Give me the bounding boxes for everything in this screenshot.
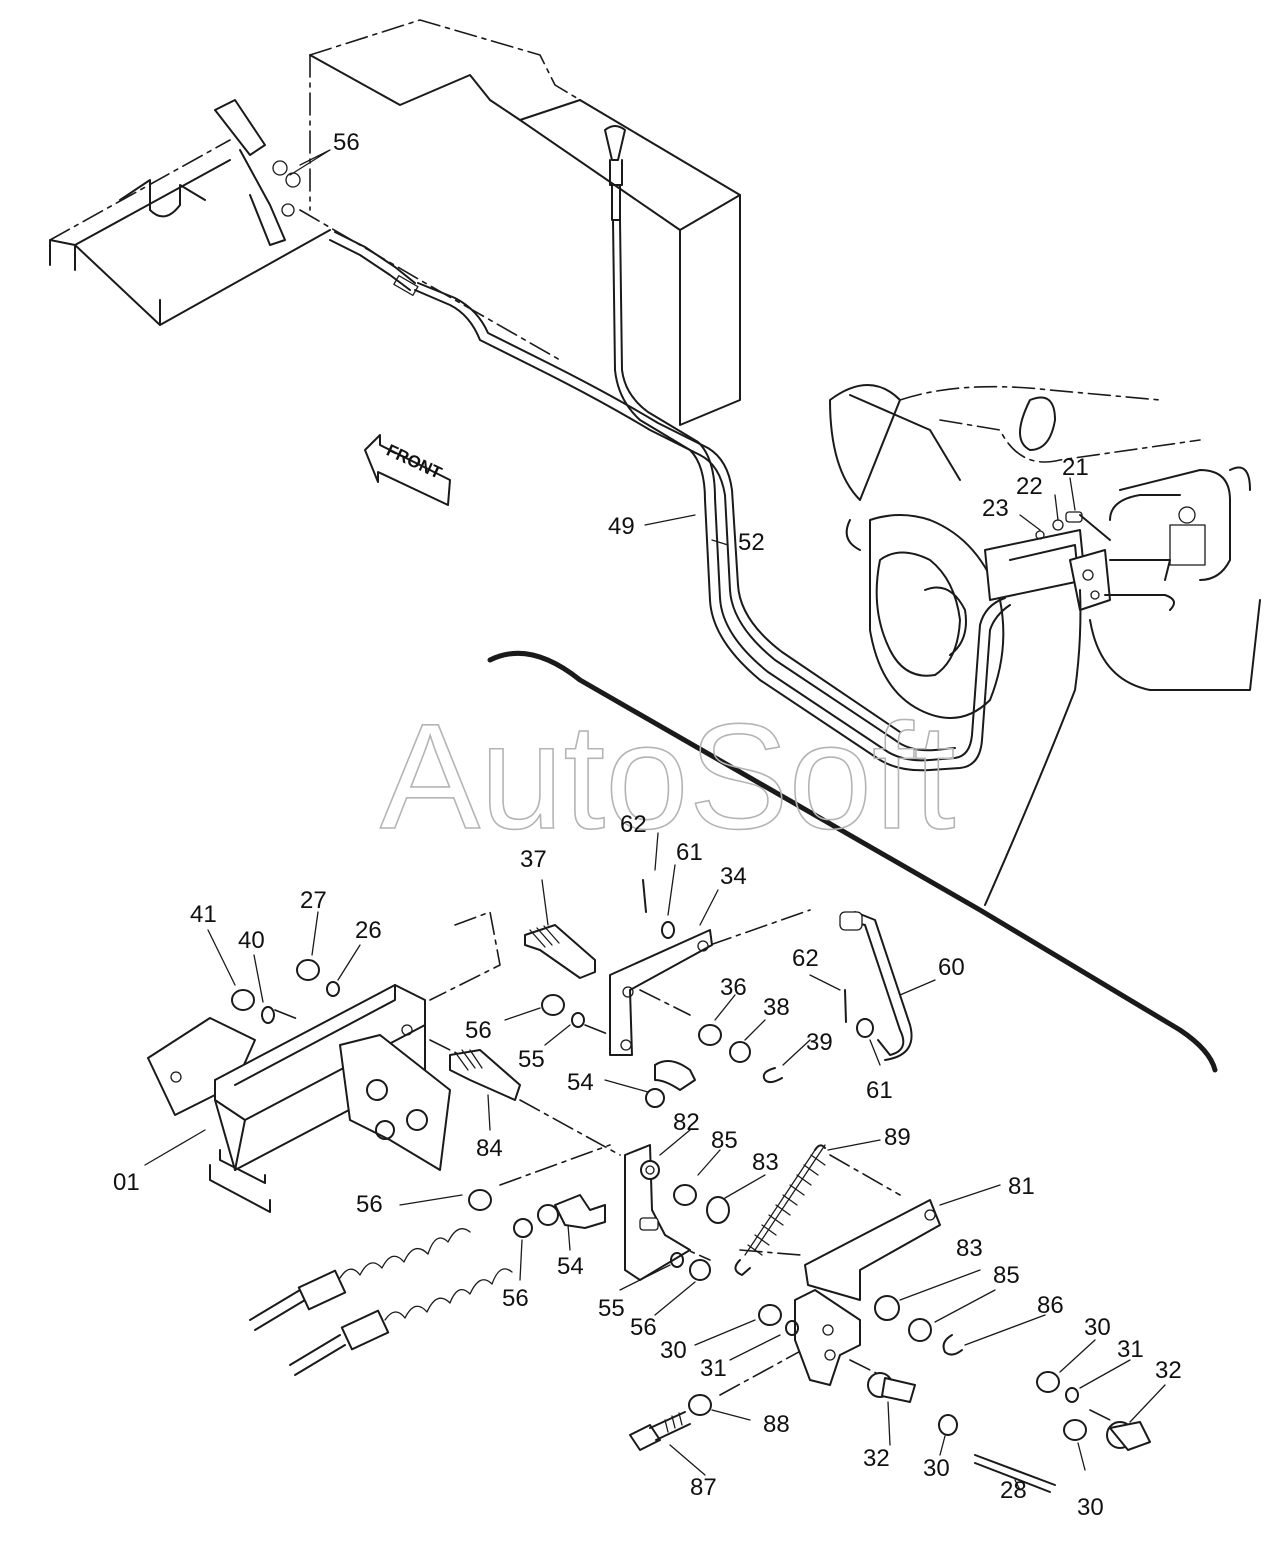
main-bracket — [147, 984, 451, 1213]
callout-31: 31 — [700, 1355, 727, 1382]
callout-31: 31 — [1117, 1336, 1144, 1363]
callout-28: 28 — [1000, 1477, 1027, 1504]
accelerator-pedal — [214, 99, 301, 246]
callout-26: 26 — [355, 917, 382, 944]
hand-throttle — [604, 125, 1011, 772]
callout-85: 85 — [711, 1127, 738, 1154]
callout-81: 81 — [1008, 1173, 1035, 1200]
callout-55: 55 — [518, 1046, 545, 1073]
callout-60: 60 — [938, 954, 965, 981]
callout-82: 82 — [673, 1109, 700, 1136]
callout-61: 61 — [676, 839, 703, 866]
pedal-cable — [329, 231, 956, 752]
callout-83: 83 — [752, 1149, 779, 1176]
callout-49: 49 — [608, 513, 635, 540]
callout-55: 55 — [598, 1295, 625, 1322]
bolt-87 — [629, 1411, 691, 1451]
callout-84: 84 — [476, 1135, 503, 1162]
callout-37: 37 — [520, 846, 547, 873]
plate-lower — [794, 1289, 861, 1386]
callout-36: 36 — [720, 974, 747, 1001]
stud-28 — [974, 1454, 1056, 1493]
engine — [829, 384, 1261, 719]
callout-30: 30 — [923, 1455, 950, 1482]
callout-86: 86 — [1037, 1292, 1064, 1319]
callout-56: 56 — [630, 1314, 657, 1341]
detail-boundary — [487, 650, 1218, 1073]
hardware — [231, 879, 1087, 1441]
callout-87: 87 — [690, 1474, 717, 1501]
stud-37 — [524, 924, 596, 979]
callout-01: 01 — [113, 1169, 140, 1196]
callout-labels: 56 21 22 23 49 52 62 61 37 34 27 26 41 4… — [113, 129, 1182, 1521]
front-direction-arrow: FRONT — [364, 434, 451, 506]
callout-61: 61 — [866, 1077, 893, 1104]
callout-56: 56 — [356, 1191, 383, 1218]
callout-30: 30 — [1084, 1314, 1111, 1341]
governor-bracket — [984, 511, 1175, 906]
lever-plate-34 — [609, 929, 713, 1056]
callout-88: 88 — [763, 1411, 790, 1438]
callout-34: 34 — [720, 863, 747, 890]
callout-56: 56 — [333, 129, 360, 156]
callout-56: 56 — [465, 1017, 492, 1044]
callout-23: 23 — [982, 495, 1009, 522]
callout-41: 41 — [190, 901, 217, 928]
callout-54: 54 — [567, 1069, 594, 1096]
rod-60 — [839, 911, 913, 1061]
cable-ends — [249, 1228, 513, 1376]
watermark: AutoSoft — [380, 692, 955, 860]
upper-assembly: FRONT — [49, 19, 1261, 906]
ball-joint — [867, 1372, 1151, 1451]
callout-27: 27 — [300, 887, 327, 914]
callout-38: 38 — [763, 994, 790, 1021]
callout-52: 52 — [738, 529, 765, 556]
callout-32: 32 — [863, 1445, 890, 1472]
callout-22: 22 — [1016, 473, 1043, 500]
lever-81 — [804, 1199, 941, 1301]
exploded-assembly — [144, 149, 1166, 1493]
assembly-guides — [274, 909, 1121, 1426]
leader-lines — [144, 149, 1166, 1491]
callout-30: 30 — [660, 1337, 687, 1364]
callout-21: 21 — [1062, 454, 1089, 481]
callout-62: 62 — [792, 945, 819, 972]
bracket-82 — [624, 1144, 691, 1281]
callout-54: 54 — [557, 1253, 584, 1280]
callout-39: 39 — [806, 1029, 833, 1056]
callout-62: 62 — [620, 811, 647, 838]
console-box — [299, 19, 741, 426]
callout-83: 83 — [956, 1235, 983, 1262]
spring-89 — [734, 1144, 826, 1276]
callout-85: 85 — [993, 1262, 1020, 1289]
callout-89: 89 — [884, 1124, 911, 1151]
callout-32: 32 — [1155, 1357, 1182, 1384]
callout-30: 30 — [1077, 1494, 1104, 1521]
cable-stud-84 — [449, 1049, 521, 1101]
callout-56: 56 — [502, 1285, 529, 1312]
callout-40: 40 — [238, 927, 265, 954]
floor-plate — [49, 139, 331, 326]
